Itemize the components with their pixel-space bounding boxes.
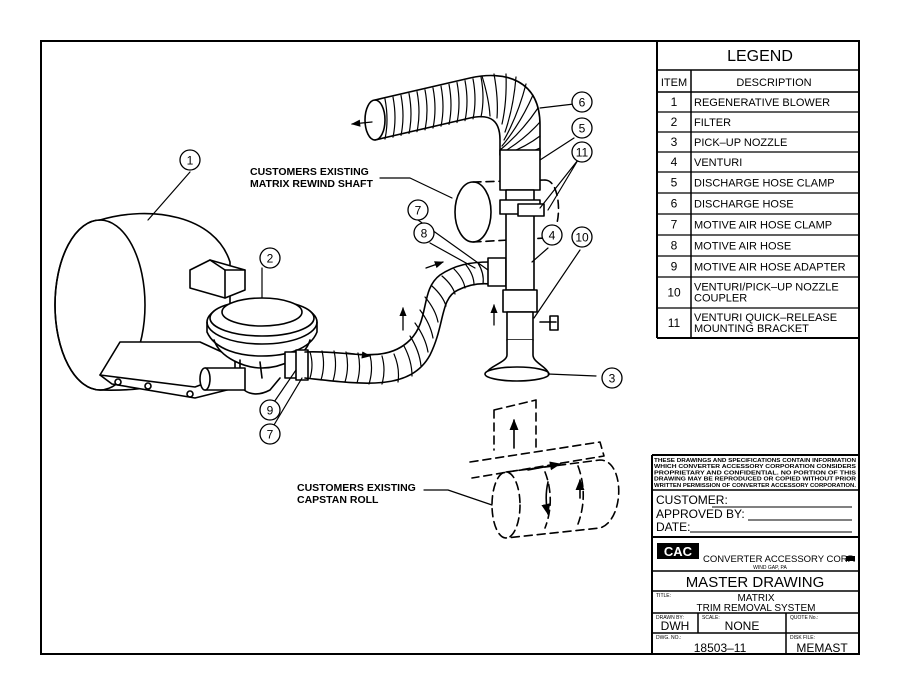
legend-item-number: 6	[671, 197, 678, 211]
legend-item-description: PICK–UP NOZZLE	[694, 137, 787, 149]
legend-title: LEGEND	[727, 48, 793, 65]
callout-number: 2	[267, 252, 274, 266]
notice-line: WRITTEN PERMISSION OF CONVERTER ACCESSOR…	[654, 483, 857, 489]
title-block	[651, 454, 858, 655]
callout-number: 5	[579, 122, 586, 136]
callout-number: 8	[421, 227, 428, 241]
drawing-title-line-2: TRIM REMOVAL SYSTEM	[697, 603, 816, 614]
callout-leaders	[147, 103, 597, 506]
notice-line: THESE DRAWINGS AND SPECIFICATIONS CONTAI…	[654, 458, 856, 464]
dwg-number-label: DWG. NO.:	[656, 635, 681, 641]
scale-value: NONE	[725, 619, 760, 633]
filter	[206, 297, 318, 395]
roll-label-line-2: CAPSTAN ROLL	[297, 494, 379, 506]
callout-number: 3	[609, 372, 616, 386]
callout-circle	[541, 224, 563, 246]
callout-circle	[571, 226, 593, 248]
legend-description-header: DESCRIPTION	[736, 77, 811, 89]
callout-circle	[571, 91, 593, 113]
master-drawing-label: MASTER DRAWING	[686, 574, 825, 591]
motive-air-hose-adapter	[199, 349, 309, 391]
legend-item-number: 9	[671, 260, 678, 274]
legend-item-header: ITEM	[661, 77, 687, 89]
legend-item-description: MOUNTING BRACKET	[694, 323, 809, 335]
legend-item-description: COUPLER	[694, 293, 747, 305]
callout-circle	[259, 399, 281, 421]
legend-rows: 1 REGENERATIVE BLOWER 2 FILTER 3 PICK–UP NOZZ…	[667, 95, 845, 335]
legend-item-description: VENTURI/PICK–UP NOZZLE	[694, 282, 839, 294]
company-location: WIND GAP, PA	[753, 565, 787, 571]
legend-item-number: 1	[671, 95, 678, 109]
callout-number: 4	[549, 229, 556, 243]
legend-item-number: 4	[671, 155, 678, 169]
callout-number: 11	[576, 146, 589, 160]
legend-item-description: MOTIVE AIR HOSE	[694, 241, 791, 253]
quote-number-label: QUOTE No.:	[790, 615, 818, 621]
callout-number: 7	[415, 204, 422, 218]
drawn-by-label: DRAWN BY:	[656, 615, 684, 621]
disk-file-label: DISK FILE:	[790, 635, 815, 641]
roll-label-line-1: CUSTOMERS EXISTING	[297, 482, 416, 494]
drawing-border	[40, 40, 860, 655]
shaft-label-line-2: MATRIX REWIND SHAFT	[250, 178, 373, 190]
shaft-label-line-1: CUSTOMERS EXISTING	[250, 166, 369, 178]
callout-number: 1	[187, 154, 194, 168]
legend-item-number: 11	[668, 316, 681, 330]
legend-item-description: DISCHARGE HOSE CLAMP	[694, 178, 835, 190]
legend-item-number: 7	[671, 218, 678, 232]
notice-line: PROPRIETARY AND CONFIDENTIAL. NO PORTION…	[654, 470, 857, 476]
legend-item-description: MOTIVE AIR HOSE ADAPTER	[694, 262, 846, 274]
notice-line: DRAWING MAY BE REPRODUCED OR COPIED WITH…	[654, 477, 856, 483]
callout-circle	[259, 423, 281, 445]
company-name: CONVERTER ACCESSORY CORP.	[703, 554, 855, 565]
callout-circle	[413, 222, 435, 244]
legend-item-description: VENTURI	[694, 157, 742, 169]
callout-circle	[179, 149, 201, 171]
callout-circle	[601, 367, 623, 389]
legend-item-description: FILTER	[694, 117, 731, 129]
title-field-label: TITLE:	[656, 593, 671, 599]
motive-air-hose	[304, 257, 507, 385]
callout-number: 9	[267, 404, 274, 418]
drawing-title-line-1: MATRIX	[737, 593, 774, 604]
legend-item-number: 3	[671, 135, 678, 149]
legend-item-number: 5	[671, 176, 678, 190]
capstan-roll	[469, 399, 620, 539]
callout-number: 10	[575, 231, 589, 245]
registered-mark	[846, 556, 855, 561]
drawn-by-value: DWH	[661, 619, 690, 633]
discharge-hose	[364, 73, 541, 159]
disk-file-value: MEMAST	[796, 641, 848, 655]
legend-item-description: REGENERATIVE BLOWER	[694, 97, 830, 109]
venturi-assembly	[484, 149, 559, 382]
callout-number: 6	[579, 96, 586, 110]
date-label: DATE:	[656, 520, 690, 534]
legend-item-number: 10	[667, 286, 681, 300]
callout-numbers: 1 2 3 4 5 6 7 7 8 9 10 11	[187, 96, 616, 442]
svg-text:CAC: CAC	[664, 544, 693, 559]
callout-circle	[259, 247, 281, 269]
legend-item-description: VENTURI QUICK–RELEASE	[694, 312, 837, 324]
legend-item-number: 8	[671, 239, 678, 253]
legend-item-description: MOTIVE AIR HOSE CLAMP	[694, 220, 832, 232]
dwg-number-value: 18503–11	[694, 641, 747, 655]
legend-table	[656, 42, 858, 339]
scale-label: SCALE:	[702, 615, 720, 621]
customer-label: CUSTOMER:	[656, 493, 728, 507]
approved-by-label: APPROVED BY:	[656, 507, 745, 521]
callout-circle	[571, 117, 593, 139]
confidentiality-notice: THESE DRAWINGS AND SPECIFICATIONS CONTAI…	[654, 458, 857, 489]
legend-item-number: 2	[671, 115, 678, 129]
callout-number: 7	[267, 428, 274, 442]
callout-circle	[571, 141, 593, 163]
notice-line: WHICH CONVERTER ACCESSORY CORPORATION CO…	[654, 464, 857, 470]
company-logo: CAC	[657, 543, 699, 559]
callout-circle	[407, 199, 429, 221]
legend-item-description: DISCHARGE HOSE	[694, 199, 794, 211]
